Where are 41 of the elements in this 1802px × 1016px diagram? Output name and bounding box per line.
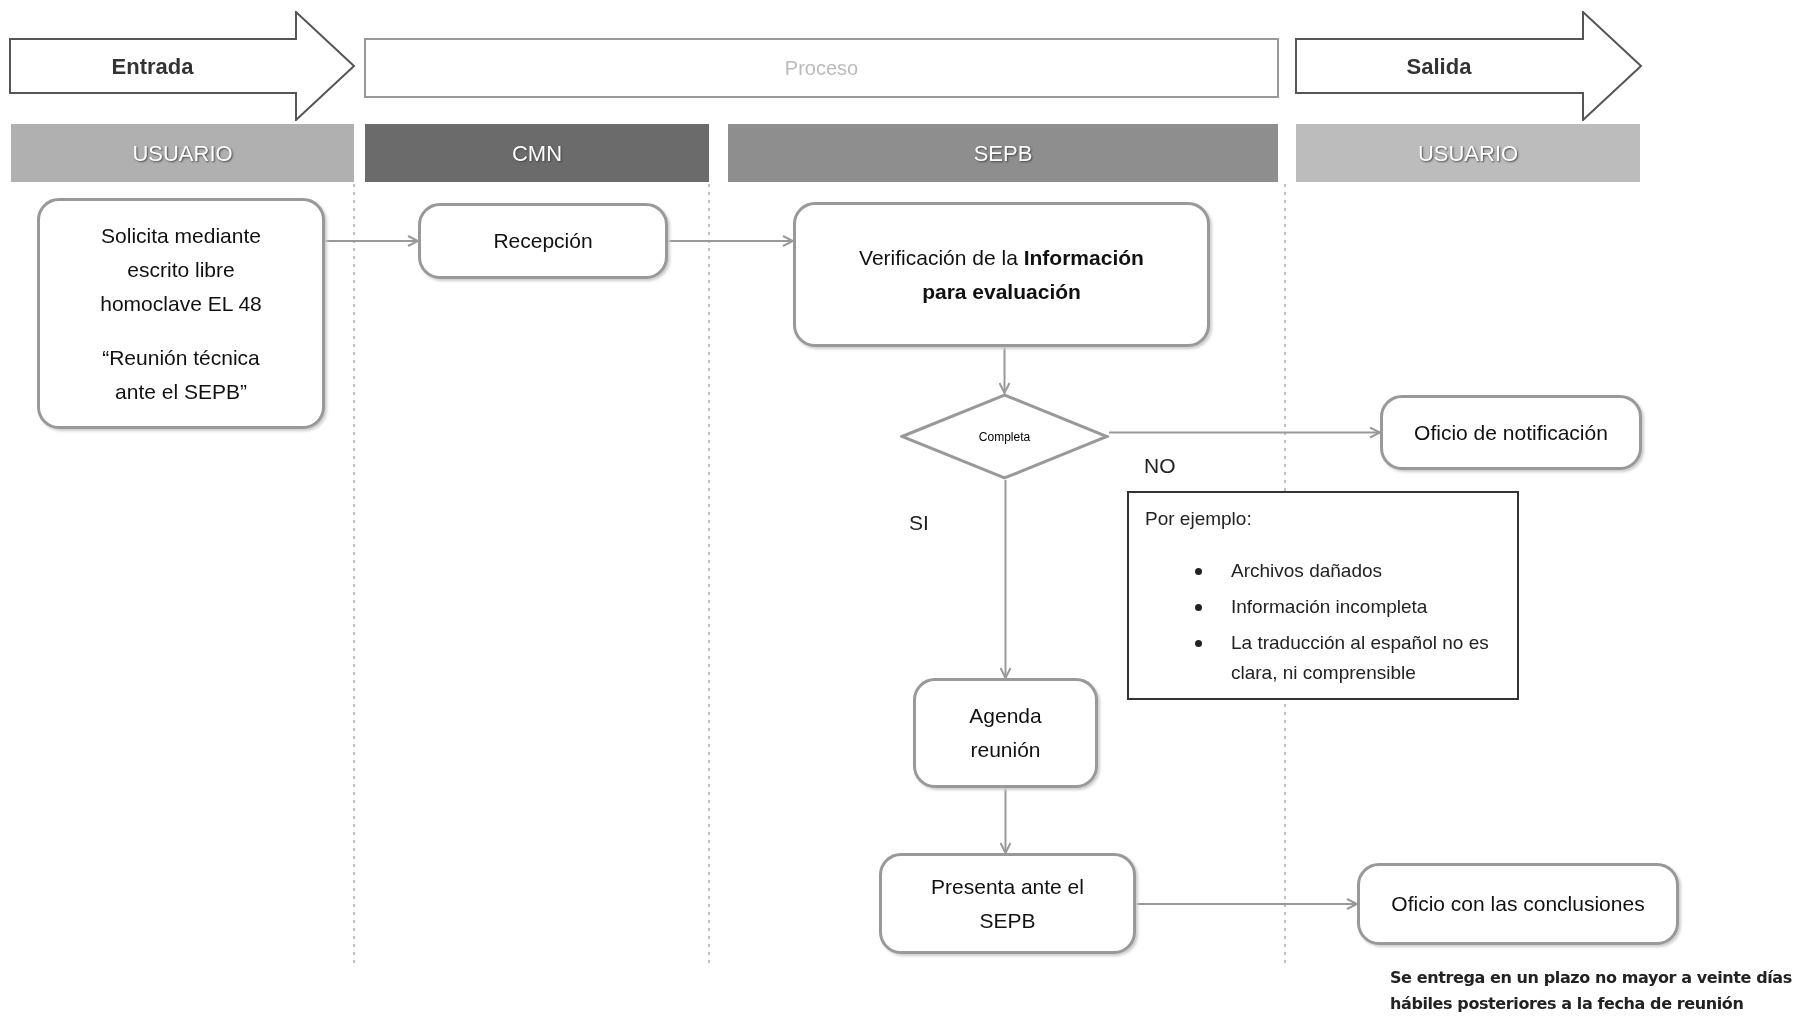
node-text: Entrada: [111, 52, 194, 81]
arrow: [667, 235, 794, 247]
lane-header: [1296, 124, 1640, 182]
process-box: [1357, 863, 1679, 945]
node-text: USUARIO: [132, 139, 233, 168]
node-text: Recepción: [493, 228, 593, 254]
node-text: CMN: [511, 139, 563, 168]
arrow: [324, 235, 419, 247]
node-text: Salida: [1406, 52, 1472, 81]
node-text: Información incompleta: [1231, 594, 1429, 619]
arrow: [1108, 426, 1381, 439]
process-box: [37, 198, 325, 429]
lane-header: [11, 124, 354, 182]
process-box: [913, 678, 1098, 788]
lane-header: [365, 124, 709, 182]
process-box: [418, 203, 668, 279]
note-text: Se entrega en un plazo no mayor a veinte días hábiles posteriores a la fecha de reunión: [1390, 967, 1793, 1015]
process-box: [793, 202, 1210, 347]
node-text: Verificación de la Información para evaluación: [858, 244, 1145, 305]
node-text: Oficio de notificación: [1414, 419, 1608, 446]
node-text: Oficio con las conclusiones: [1391, 891, 1645, 917]
node-text: Agenda reunión: [968, 703, 1043, 763]
process-band: [364, 38, 1279, 98]
node-text: Archivos dañados: [1231, 558, 1384, 583]
node-text: Presenta ante el SEPB: [930, 873, 1085, 934]
node-text: La traducción al español no es clara, ni comprensible: [1231, 630, 1490, 685]
node-text: SEPB: [973, 139, 1033, 168]
arrow: [1135, 898, 1358, 910]
arrow: [999, 787, 1012, 854]
node-text: Por ejemplo:: [1145, 507, 1253, 531]
lane-header: [728, 124, 1278, 182]
process-box: [1380, 395, 1642, 470]
process-box: [879, 853, 1136, 954]
node-text: “Reunión técnica ante el SEPB”: [101, 344, 261, 405]
node-text: USUARIO: [1417, 139, 1519, 168]
example-box: [1127, 491, 1519, 700]
arrow: [999, 479, 1012, 679]
arrow: [998, 346, 1011, 394]
node-text: Solicita mediante escrito libre homoclave EL 48: [99, 222, 263, 317]
node-text: Proceso: [784, 56, 859, 81]
node-text: Completa: [978, 428, 1031, 446]
